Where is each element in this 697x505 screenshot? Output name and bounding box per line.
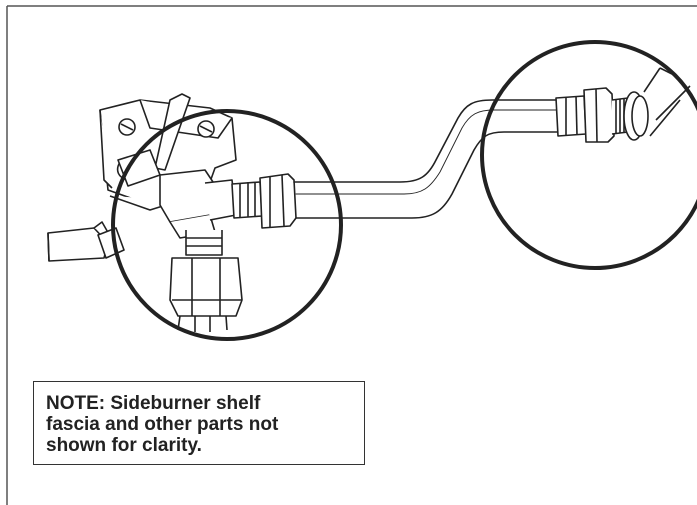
note-text: NOTE: Sideburner shelf fascia and other … (46, 393, 279, 456)
flare-fitting-icon (231, 173, 297, 229)
valve-detail-circle-icon (111, 109, 343, 341)
fitting-detail-circle-icon (480, 40, 697, 270)
gas-tube-icon (293, 99, 561, 219)
gas-valve-icon (97, 93, 243, 332)
bulkhead-fitting-icon (555, 67, 691, 143)
frame-lines (6, 5, 697, 505)
detail-circles (111, 40, 697, 341)
note-box: NOTE: Sideburner shelf fascia and other … (33, 381, 365, 465)
